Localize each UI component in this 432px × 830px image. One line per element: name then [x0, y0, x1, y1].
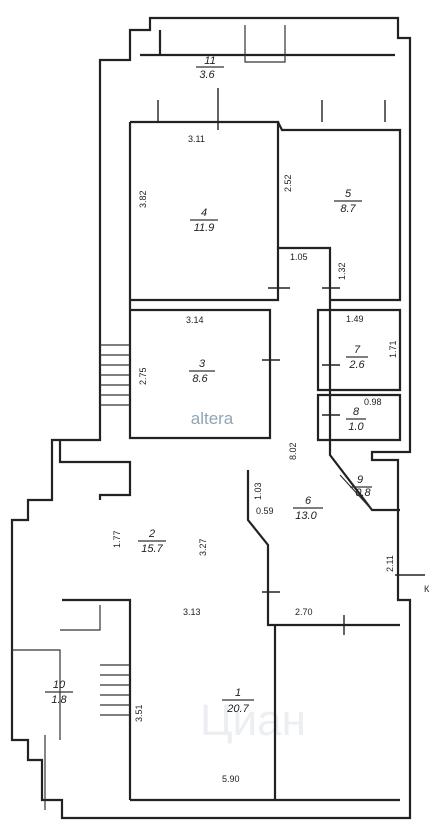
room-number: 4: [201, 207, 207, 219]
dim-3-11: 3.11: [188, 134, 205, 144]
room-6-label: 6 13.0: [293, 495, 323, 522]
room-area: 11.9: [194, 222, 215, 234]
dim-1-71: 1.71: [388, 340, 398, 358]
dimension-labels: 3.11 3.82 2.52 1.05 1.32 3.14 1.49 1.71 …: [112, 134, 430, 784]
room-number: 3: [199, 358, 206, 370]
dim-2-52: 2.52: [283, 174, 293, 192]
room-7-label: 7 2.6: [346, 344, 368, 371]
dim-1-49: 1.49: [346, 314, 364, 324]
room-number: 10: [53, 679, 66, 691]
room-5-label: 5 8.7: [334, 188, 362, 215]
room-area: 8.7: [340, 203, 356, 215]
room-number: 8: [353, 406, 360, 418]
dim-0-59: 0.59: [256, 506, 274, 516]
room-2-label: 2 15.7: [138, 528, 166, 555]
room-area: 13.0: [295, 510, 317, 522]
room-number: 2: [148, 528, 155, 540]
altera-logo: altera: [191, 409, 234, 428]
dim-1-77: 1.77: [112, 530, 122, 548]
dim-2-75: 2.75: [138, 367, 148, 385]
dim-1-03: 1.03: [253, 482, 263, 500]
dim-3-82: 3.82: [138, 190, 148, 208]
logo-text: altera: [191, 409, 234, 428]
dim-3-14: 3.14: [186, 315, 204, 325]
room-8-label: 8 1.0: [346, 406, 366, 433]
room-number: 6: [305, 495, 312, 507]
outer-walls: [10, 16, 412, 820]
dim-2-11: 2.11: [385, 555, 395, 572]
room-area: 3.6: [199, 69, 215, 81]
room-number: 7: [354, 344, 361, 356]
dim-3-51: 3.51: [134, 704, 144, 722]
room-11-label: 11 3.6: [196, 55, 224, 81]
room-number: 9: [357, 474, 363, 486]
room-number: 5: [345, 188, 352, 200]
room-area: 1.8: [51, 694, 67, 706]
dim-1-32: 1.32: [337, 262, 347, 280]
room-9-label: 9 0.8: [350, 474, 372, 499]
room-1-label: 1 20.7: [222, 687, 254, 715]
dim-1-05: 1.05: [290, 252, 308, 262]
dim-3-13: 3.13: [183, 607, 201, 617]
room-number: 11: [204, 55, 215, 67]
dim-3-27: 3.27: [198, 538, 208, 556]
room-area: 15.7: [141, 543, 163, 555]
door-marks: [157, 88, 425, 635]
room-area: 20.7: [226, 703, 249, 715]
room-area: 0.8: [355, 487, 371, 499]
room-area: 8.6: [192, 373, 208, 385]
dim-2-70: 2.70: [295, 607, 313, 617]
room-area: 2.6: [348, 359, 365, 371]
dim-8-02: 8.02: [288, 442, 298, 460]
room-area: 1.0: [348, 421, 364, 433]
room-3-label: 3 8.6: [189, 358, 215, 385]
room-10-label: 10 1.8: [45, 679, 73, 706]
interior-walls: [12, 120, 402, 802]
room-number: 1: [235, 687, 241, 699]
dim-5-90: 5.90: [222, 774, 240, 784]
watermark-text: Циан: [200, 696, 306, 745]
edge-label: К: [424, 584, 430, 594]
room-4-label: 4 11.9: [190, 207, 218, 234]
dim-0-98: 0.98: [364, 397, 382, 407]
